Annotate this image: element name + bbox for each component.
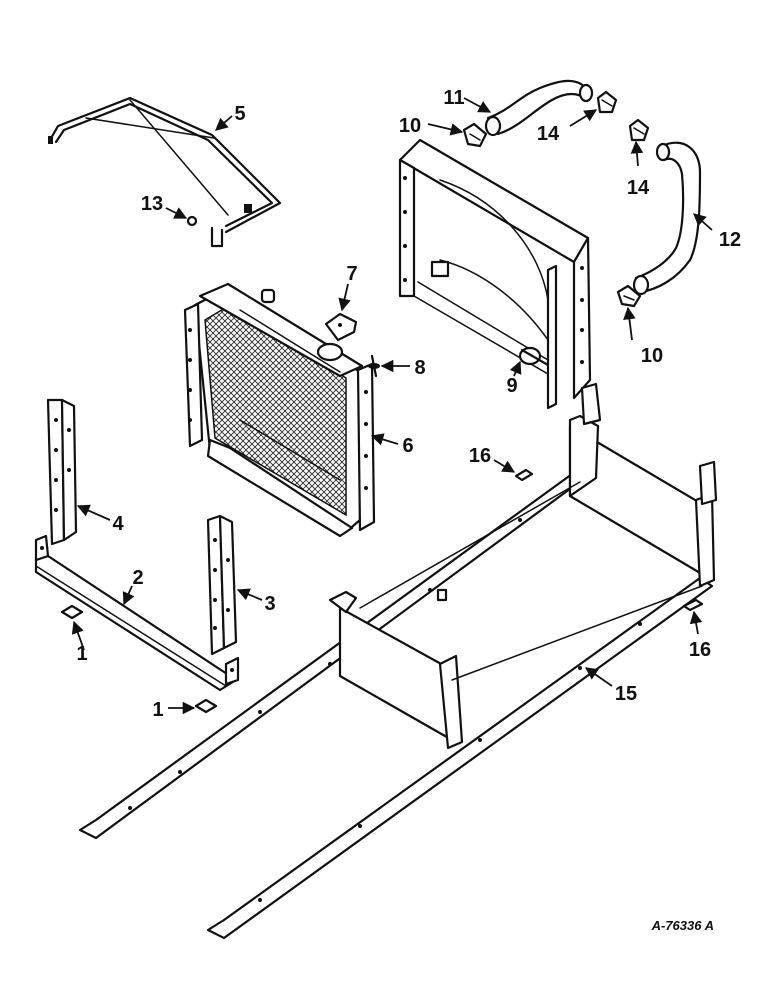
- clip-part: [682, 598, 704, 612]
- hose-clamp-part: [616, 284, 642, 308]
- callout-labels: 1 1 2 3 4 5 6 7 8 9 10 10 11 12 13 14 14…: [76, 87, 741, 721]
- leader-13: [165, 207, 188, 219]
- drain-cock-part: [368, 354, 380, 378]
- leader-15: [584, 667, 613, 687]
- leader-10a: [427, 123, 464, 136]
- leader-16b: [689, 610, 703, 635]
- leader-9: [509, 360, 522, 377]
- radiator-part: [183, 282, 376, 538]
- leader-3: [236, 588, 263, 601]
- callout-16a: 16: [469, 445, 491, 467]
- hose-clamp-part: [462, 122, 488, 148]
- side-bracket-part: [46, 398, 78, 546]
- callout-2: 2: [132, 567, 143, 589]
- upper-hose-part: [484, 79, 594, 137]
- leader-14b: [630, 140, 644, 167]
- leader-12: [693, 213, 713, 231]
- side-bracket-part: [206, 514, 238, 656]
- fan-shroud-part: [398, 138, 592, 410]
- leader-4: [76, 504, 111, 521]
- leader-6: [370, 433, 399, 446]
- callout-3: 3: [264, 593, 275, 615]
- callout-6: 6: [402, 435, 413, 457]
- lower-hose-part: [632, 141, 702, 296]
- callout-16b: 16: [689, 639, 711, 661]
- leader-16a: [493, 459, 516, 473]
- callout-14a: 14: [537, 123, 560, 145]
- leader-14a: [569, 109, 598, 127]
- callout-11: 11: [443, 87, 464, 109]
- leader-7: [338, 283, 351, 312]
- leader-lines: [71, 97, 713, 715]
- leader-11: [463, 97, 492, 113]
- nut-part: [186, 215, 198, 227]
- spacer-part: [60, 604, 84, 620]
- hose-clamp-part: [596, 90, 618, 114]
- callout-10b: 10: [641, 345, 663, 367]
- cross-support-part: [34, 534, 240, 692]
- leader-10b: [623, 306, 636, 341]
- radiator-cap-part: [324, 312, 358, 342]
- clip-part: [514, 468, 534, 482]
- callout-8: 8: [414, 357, 425, 379]
- callout-10a: 10: [399, 115, 421, 137]
- spacer-part: [194, 698, 218, 714]
- leader-2: [122, 585, 135, 606]
- drawing-reference-number: A-76336 A: [651, 918, 714, 933]
- callout-7: 7: [346, 263, 357, 285]
- hose-clamp-part: [628, 118, 650, 142]
- callout-13: 13: [141, 193, 163, 215]
- callout-5: 5: [234, 103, 245, 125]
- callout-14b: 14: [627, 177, 650, 199]
- brace-rod-part: [48, 96, 282, 248]
- callout-1b: 1: [152, 699, 163, 721]
- leader-1a: [71, 620, 85, 651]
- callout-4: 4: [112, 513, 124, 535]
- leader-5: [215, 115, 233, 131]
- callout-12: 12: [719, 229, 741, 251]
- callout-1a: 1: [76, 643, 87, 665]
- callout-9: 9: [506, 375, 517, 397]
- callout-15: 15: [615, 683, 637, 705]
